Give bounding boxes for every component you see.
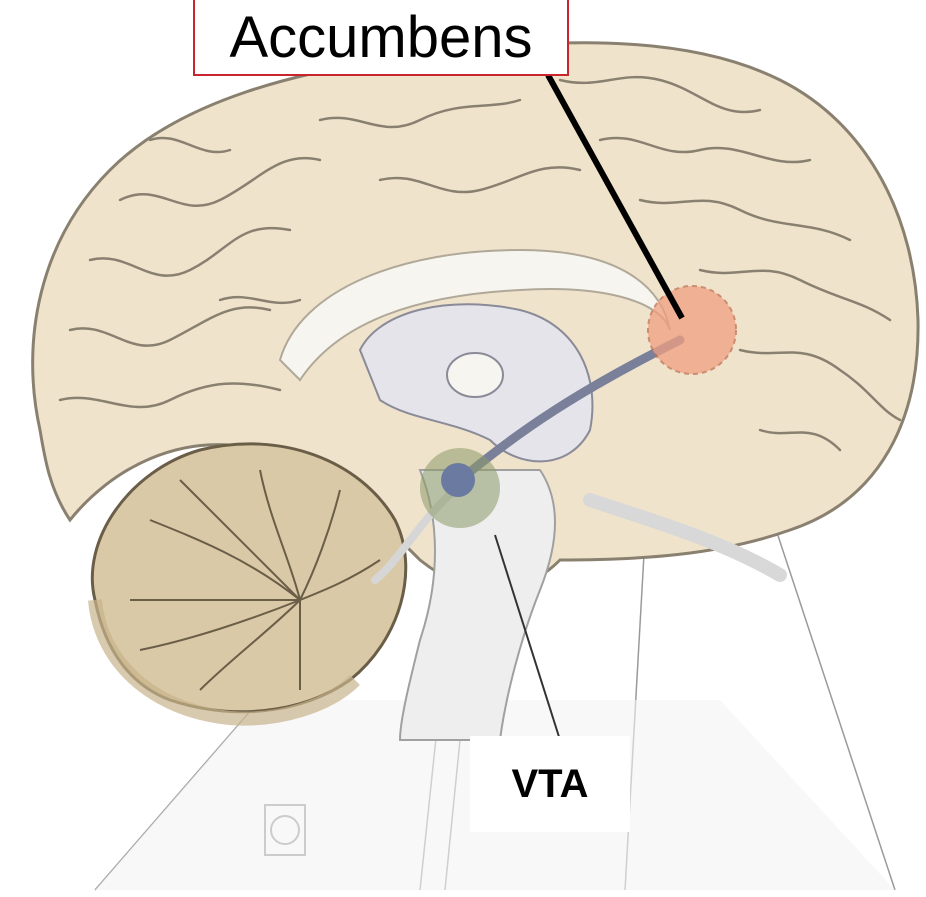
cerebellum xyxy=(92,444,405,712)
accumbens-label: Accumbens xyxy=(193,0,569,76)
vta-label: VTA xyxy=(470,736,630,832)
interthalamic-adhesion xyxy=(447,353,503,397)
accumbens-region xyxy=(648,286,736,374)
vta-core xyxy=(441,463,475,497)
